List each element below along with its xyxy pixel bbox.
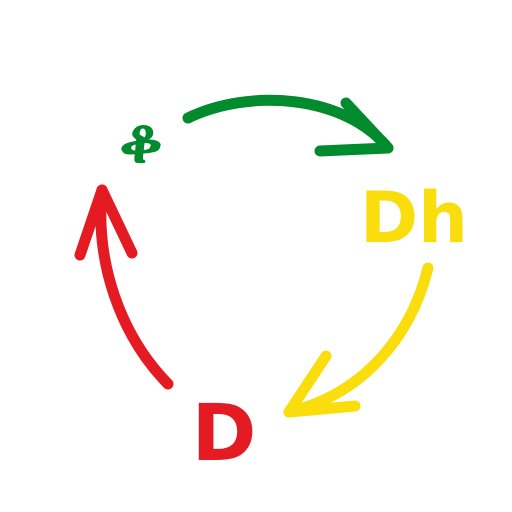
node-right-label: Dh bbox=[360, 177, 468, 259]
arrow-right-to-bottom-shaft bbox=[283, 262, 434, 418]
arrow-bottom-to-top bbox=[74, 184, 174, 390]
arrow-top-to-right-shaft bbox=[182, 94, 394, 154]
arrow-top-to-right bbox=[182, 94, 394, 157]
arrow-bottom-to-top-head bbox=[74, 184, 138, 261]
node-bottom-label: D bbox=[192, 389, 257, 479]
arrow-right-to-bottom-head bbox=[283, 350, 361, 418]
arrow-right-to-bottom bbox=[283, 262, 434, 418]
node-top-label: ቆ bbox=[119, 104, 163, 178]
arrow-top-to-right-head bbox=[314, 97, 394, 157]
arrow-bottom-to-top-shaft bbox=[95, 184, 174, 390]
